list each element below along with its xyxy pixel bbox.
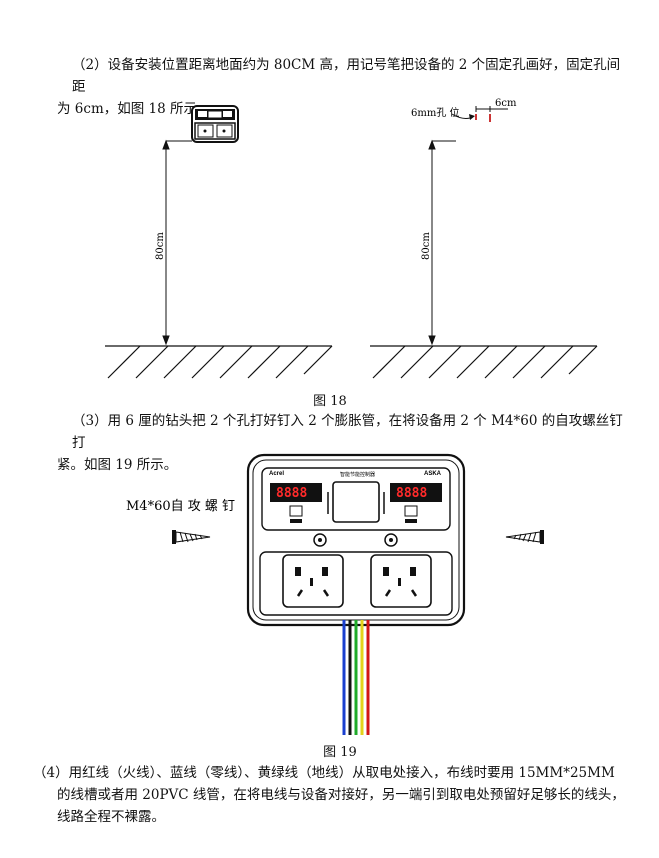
fig18-left-device bbox=[191, 105, 239, 143]
step2-paragraph: （2）设备安装位置距离地面约为 80CM 高，用记号笔把设备的 2 个固定孔画好… bbox=[57, 54, 632, 120]
fig19-wires bbox=[342, 620, 370, 735]
fig18-left-ground bbox=[105, 345, 333, 379]
fig18-left-dimension bbox=[162, 139, 192, 346]
fig19-display-right: 8888 bbox=[396, 486, 427, 501]
step3-line1: （3）用 6 厘的钻头把 2 个孔打好钉入 2 个膨胀管，在将设备用 2 个 M… bbox=[72, 413, 623, 451]
step4-line3: 线路全程不裸露。 bbox=[57, 809, 165, 825]
fig19-screw-label: M4*60自 攻 螺 钉 bbox=[126, 499, 235, 514]
fig19-brand: Acrel bbox=[269, 471, 284, 477]
fig18-hole-label: 6mm孔 位 bbox=[411, 106, 460, 119]
fig18-right-dimension bbox=[428, 139, 456, 346]
step2-line1: （2）设备安装位置距离地面约为 80CM 高，用记号笔把设备的 2 个固定孔画好… bbox=[72, 57, 621, 95]
fig18-caption: 图 18 bbox=[313, 394, 347, 409]
fig19-left-screw bbox=[172, 530, 211, 544]
fig19-model: ASKA bbox=[424, 471, 442, 477]
fig19-right-screw bbox=[505, 530, 544, 544]
fig18-right-holes bbox=[451, 106, 508, 122]
step4-line2: 的线槽或者用 20PVC 线管，在将电线与设备对接好，另一端引到取电处预留好足够… bbox=[57, 787, 625, 803]
fig18-right-height-label: 80cm bbox=[421, 232, 432, 260]
fig19-caption: 图 19 bbox=[323, 745, 357, 760]
fig18-right-ground bbox=[370, 345, 598, 379]
fig19-device bbox=[246, 453, 466, 627]
fig18-spacing-label: 6cm bbox=[495, 98, 517, 109]
step4-line1: （4）用红线（火线）、蓝线（零线）、黄绿线（地线）从取电处接入，布线时要用 15… bbox=[33, 765, 615, 781]
step2-line2: 为 6cm，如图 18 所示。 bbox=[57, 101, 211, 117]
fig19-panel-title: 智能节能控制器 bbox=[340, 471, 375, 478]
fig18-left-height-label: 80cm bbox=[155, 232, 166, 260]
fig19-display-left: 8888 bbox=[276, 486, 307, 501]
step4-paragraph: （4）用红线（火线）、蓝线（零线）、黄绿线（地线）从取电处接入，布线时要用 15… bbox=[33, 762, 633, 828]
step3-paragraph: （3）用 6 厘的钻头把 2 个孔打好钉入 2 个膨胀管，在将设备用 2 个 M… bbox=[57, 410, 632, 476]
step3-line2: 紧。如图 19 所示。 bbox=[57, 457, 178, 473]
